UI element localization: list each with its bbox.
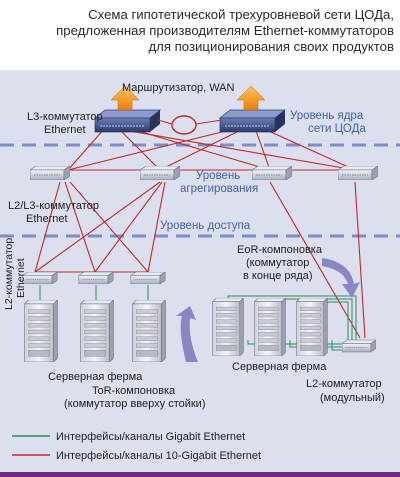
l3-switch-label: L3-коммутатор xyxy=(27,111,103,123)
l2-modular-label-2: (модульный) xyxy=(320,392,385,404)
l2l3-switch-icon xyxy=(338,166,378,180)
curved-arrow-icon xyxy=(322,258,360,298)
legend-gigabit-label: Интерфейсы/каналы Gigabit Ethernet xyxy=(56,431,245,443)
curved-arrow-icon xyxy=(176,306,198,362)
l2-modular-label: L2-коммутатор xyxy=(306,378,382,390)
server-rack-icon xyxy=(212,298,244,356)
aggregation-level-label: Уровень xyxy=(196,170,240,182)
server-farm-right-label: Серверная ферма xyxy=(232,361,327,373)
title-line-1: Схема гипотетической трехуровневой сети … xyxy=(88,7,394,22)
server-farm-left-label: Серверная ферма xyxy=(48,371,143,383)
legend-ten-gigabit-label: Интерфейсы/каналы 10-Gigabit Ethernet xyxy=(56,450,261,462)
ten-gigabit-links xyxy=(34,127,366,339)
legend: Интерфейсы/каналы Gigabit Ethernet Интер… xyxy=(12,431,261,462)
bottom-frame-bar xyxy=(0,472,400,477)
core-level-label-2: сети ЦОДа xyxy=(308,123,366,135)
l3-switch-icon xyxy=(219,109,286,133)
server-rack-icon xyxy=(254,298,286,356)
server-rack-icon xyxy=(296,298,328,356)
server-rack-icon xyxy=(24,300,58,362)
router-wan-label: Маршрутизатор, WAN xyxy=(122,82,235,94)
router-ring-icon xyxy=(171,115,197,135)
server-rack-icon xyxy=(80,300,114,362)
l2l3-switch-icon xyxy=(140,166,180,180)
eor-switch-icon xyxy=(342,339,376,353)
diagram-title: Схема гипотетической трехуровневой сети … xyxy=(14,7,394,55)
core-level-label: Уровень ядра xyxy=(290,110,364,122)
up-arrow-icon xyxy=(110,85,140,111)
up-arrow-icon xyxy=(236,85,266,111)
tor-switch-icon xyxy=(130,272,166,284)
l3-switch-label-2: Ethernet xyxy=(44,124,86,136)
eor-label-3: в конце ряда) xyxy=(243,270,313,282)
eor-label-2: (коммутатор xyxy=(246,257,309,269)
l2-vertical-label-2: Ethernet xyxy=(15,258,27,298)
title-line-3: для позиционирования своих продуктов xyxy=(148,39,394,54)
tor-label: ToR-компоновка xyxy=(92,385,176,397)
eor-label: EoR-компоновка xyxy=(237,244,323,256)
server-rack-icon xyxy=(132,300,166,362)
l2l3-switch-label-2: Ethernet xyxy=(26,213,68,225)
access-level-label: Уровень доступа xyxy=(160,220,251,232)
l3-switch-icon xyxy=(94,109,161,133)
l2-vertical-label: L2-коммутатор xyxy=(3,238,15,310)
tor-switch-icon xyxy=(78,272,114,284)
l2l3-switch-label: L2/L3-коммутатор xyxy=(8,200,99,212)
tor-switch-icon xyxy=(22,272,58,284)
l2l3-switch-icon xyxy=(30,166,70,180)
title-line-2: предложенная производителям Ethernet-ком… xyxy=(56,23,394,38)
l2l3-switch-icon xyxy=(252,166,292,180)
aggregation-level-label-2: агрегирования xyxy=(180,183,258,195)
tor-label-2: (коммутатор вверху стойки) xyxy=(64,398,206,410)
